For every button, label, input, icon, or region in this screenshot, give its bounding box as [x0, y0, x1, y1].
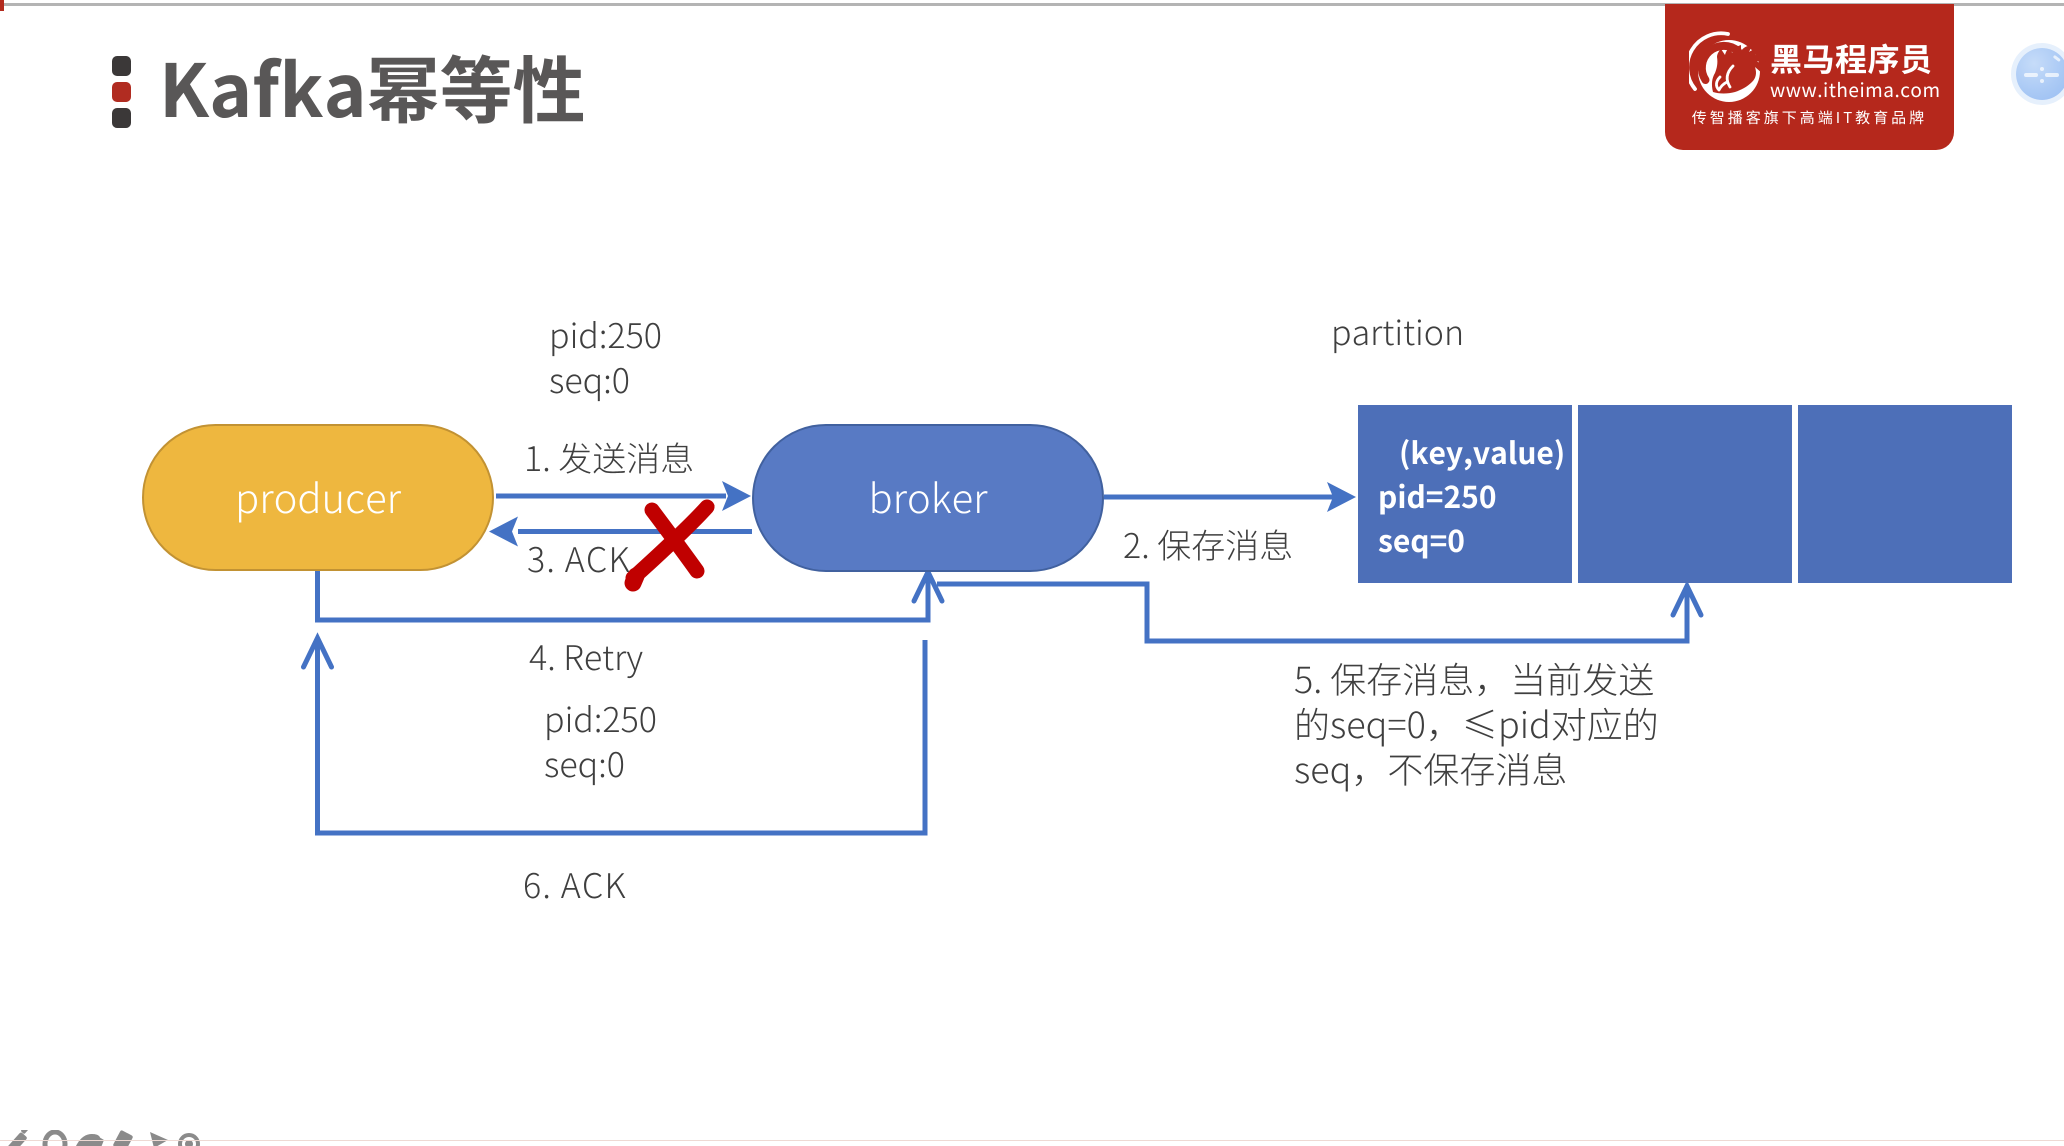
partition-cell-empty-2 [1798, 405, 2012, 583]
marker-icon[interactable] [113, 1130, 134, 1146]
title-bullet-bottom [112, 108, 131, 128]
node-broker: broker [752, 424, 1104, 572]
widget-text-mark [2045, 73, 2059, 77]
save2-path [937, 581, 1690, 644]
bottom-hairline [0, 1140, 2064, 1141]
title-bullet-middle [112, 82, 131, 102]
send-message-meta: pid:250 seq:0 [549, 309, 662, 403]
laser-icon[interactable] [178, 1133, 200, 1146]
pointer-icon[interactable] [150, 1132, 168, 1146]
pencil-icon[interactable] [8, 1130, 29, 1146]
top-divider-line [0, 3, 2064, 6]
node-producer: producer [142, 424, 494, 571]
widget-text-mark [2040, 79, 2044, 83]
brand-logo: 黑马程序员 www.itheima.com 传智播客旗下高端IT教育品牌 [1665, 4, 1954, 150]
cell-pid: pid=250 [1378, 473, 1497, 517]
error-cross-icon [625, 499, 715, 586]
save2-head [1670, 580, 1704, 618]
arrow-save-head [1327, 482, 1356, 512]
arrow-ack-head [489, 516, 518, 547]
partition-cell-message: (key,value) pid=250 seq=0 [1358, 405, 1572, 583]
label-step6-ack: 6. ACK [523, 859, 627, 908]
page-title: Kafka幂等性 [159, 33, 586, 139]
error-cross-blob [624, 567, 645, 592]
ack2-head [301, 632, 334, 670]
retry-head [911, 566, 945, 604]
partition-cell-empty-1 [1578, 405, 1792, 583]
assistant-widget[interactable] [2016, 48, 2064, 100]
widget-sparkle-icon [2053, 54, 2061, 62]
cell-seq: seq=0 [1378, 517, 1465, 561]
eraser-icon[interactable] [42, 1130, 68, 1146]
horse-logo-icon [1689, 31, 1766, 102]
screen-edge-artifact [0, 0, 4, 11]
brand-name: 黑马程序员 [1770, 35, 1933, 81]
widget-text-mark [2040, 67, 2044, 71]
brand-tagline: 传智播客旗下高端IT教育品牌 [1691, 107, 1928, 128]
cell-keyvalue: (key,value) [1399, 429, 1566, 473]
label-step5-save-rule: 5. 保存消息，当前发送 的seq=0，≤pid对应的 seq，不保存消息 [1294, 652, 1659, 794]
partition-title: partition [1331, 306, 1465, 355]
brand-url: www.itheima.com [1770, 76, 1941, 103]
label-step4-retry: 4. Retry [529, 631, 644, 680]
label-step1-send: 1. 发送消息 [524, 432, 695, 481]
arrow-send-head [722, 481, 751, 511]
error-cross-icon-2 [644, 502, 705, 579]
node-producer-label: producer [235, 466, 401, 525]
label-step3-ack: 3. ACK [527, 533, 631, 582]
title-bullet-top [112, 56, 131, 76]
label-step2-save: 2. 保存消息 [1123, 519, 1294, 568]
annotation-toolbar [8, 1130, 200, 1146]
widget-text-mark [2024, 73, 2038, 77]
retry-message-meta: pid:250 seq:0 [544, 693, 657, 787]
node-broker-label: broker [868, 467, 988, 525]
error-cross-tail [698, 502, 715, 513]
